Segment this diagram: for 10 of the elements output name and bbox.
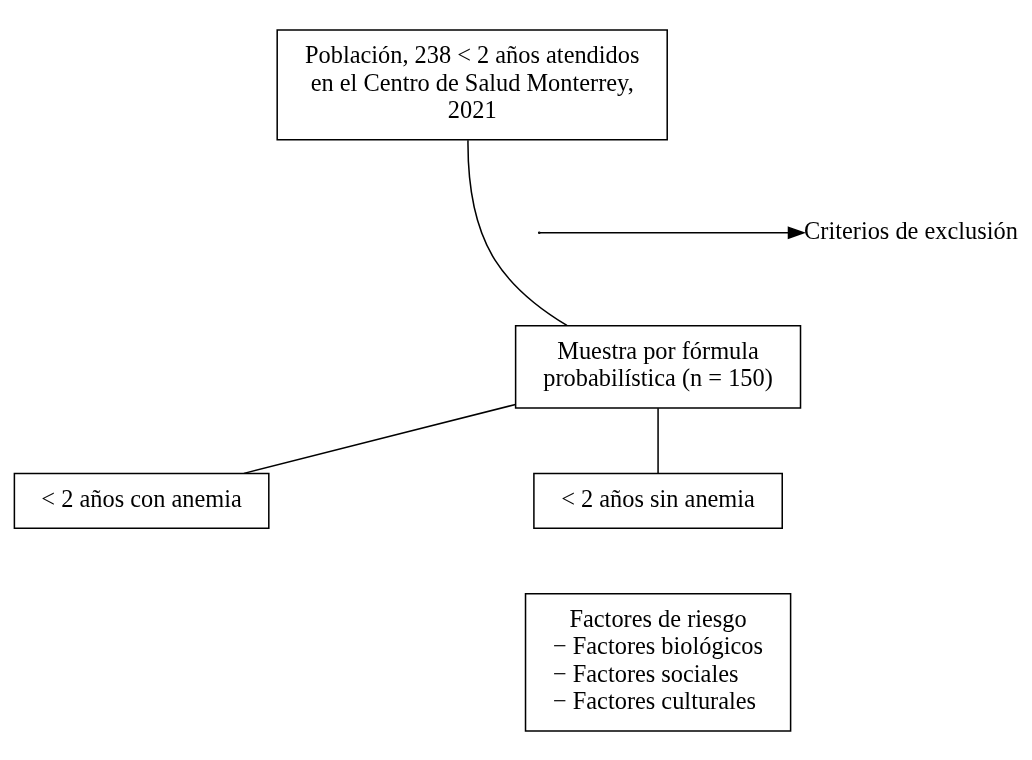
connector — [657, 407, 659, 474]
node-box: < 2 años con anemia — [13, 472, 270, 529]
node-box: Muestra por fórmula probabilística (n = 150) — [514, 324, 802, 409]
connector — [243, 403, 517, 474]
node-text: Criterios de exclusión — [804, 216, 1018, 244]
connector — [467, 138, 568, 326]
node-box: Factores de riesgo − Factores biológicos − Factores sociales − Factores culturales — [524, 592, 792, 732]
node-box: Población, 238 < 2 años atendidos en el Centro de Salud Monterrey, 2021 — [276, 28, 668, 141]
node-box: < 2 años sin anemia — [533, 472, 783, 529]
arrow — [539, 225, 807, 239]
